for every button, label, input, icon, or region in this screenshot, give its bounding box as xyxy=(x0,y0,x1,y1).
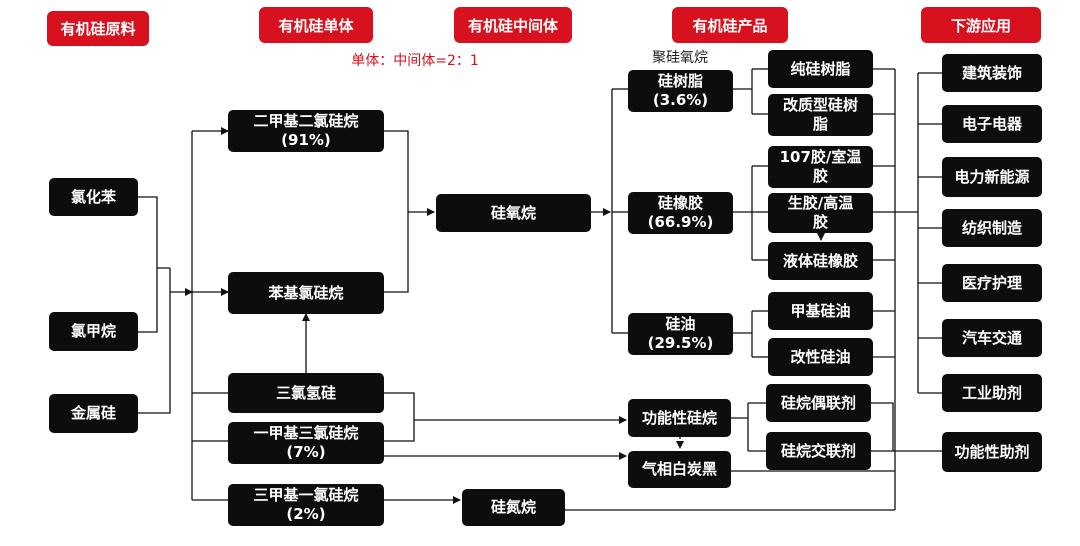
node-functional-silane: 功能性硅烷 xyxy=(628,399,731,437)
node-fumed-silica: 气相白炭黑 xyxy=(628,451,731,488)
node-silicone-oil: 硅油(29.5%) xyxy=(628,313,733,355)
node-silane-crosslinker-label: 硅烷交联剂 xyxy=(780,441,856,460)
node-fumed-silica-label: 气相白炭黑 xyxy=(641,460,717,478)
node-methyltrichlorosilane: 一甲基三氯硅烷(7%) xyxy=(228,422,384,464)
node-chloromethane-label: 氯甲烷 xyxy=(70,322,116,340)
node-siloxane: 硅氧烷 xyxy=(436,194,591,232)
node-industrial-additives: 工业助剂 xyxy=(942,374,1042,412)
node-raw-htv-rubber-line1: 生胶/高温 xyxy=(787,194,854,212)
node-silicone-resin-share: (3.6%) xyxy=(652,91,709,109)
node-power-new-energy: 电力新能源 xyxy=(942,157,1042,197)
node-raw-htv-rubber: 生胶/高温胶 xyxy=(768,193,873,233)
header-product-label: 有机硅产品 xyxy=(692,16,768,35)
node-modified-silicone-resin-line1: 改质型硅树 xyxy=(782,96,858,114)
header-downstream: 下游应用 xyxy=(921,7,1041,43)
node-phenylchlorosilane: 苯基氯硅烷 xyxy=(228,272,384,314)
node-silicone-resin: 硅树脂(3.6%) xyxy=(628,70,733,112)
node-dimethyldichlorosilane: 二甲基二氯硅烷(91%) xyxy=(228,110,384,152)
node-dimethyldichlorosilane-name: 二甲基二氯硅烷 xyxy=(253,112,359,130)
node-silicone-oil-name: 硅油 xyxy=(665,315,696,333)
node-dimethyldichlorosilane-share: (91%) xyxy=(281,131,331,149)
polysiloxane-label: 聚硅氧烷 xyxy=(652,50,708,66)
node-building-decoration: 建筑装饰 xyxy=(942,54,1042,92)
header-product: 有机硅产品 xyxy=(672,7,788,43)
node-electronics: 电子电器 xyxy=(942,105,1042,143)
node-medical-care: 医疗护理 xyxy=(942,264,1042,302)
node-automotive-transport-label: 汽车交通 xyxy=(961,328,1022,347)
node-trimethylchlorosilane: 三甲基一氯硅烷(2%) xyxy=(228,484,384,526)
node-functional-silane-label: 功能性硅烷 xyxy=(641,408,717,427)
header-downstream-label: 下游应用 xyxy=(950,16,1011,35)
node-textile-manufacturing: 纺织制造 xyxy=(942,209,1042,247)
node-chlorobenzene: 氯化苯 xyxy=(49,178,138,216)
node-electronics-label: 电子电器 xyxy=(961,114,1022,133)
node-liquid-silicone-rubber: 液体硅橡胶 xyxy=(768,242,873,280)
node-trichlorosilane-label: 三氯氢硅 xyxy=(275,383,336,402)
node-liquid-silicone-rubber-label: 液体硅橡胶 xyxy=(782,251,858,270)
node-building-decoration-label: 建筑装饰 xyxy=(961,63,1022,82)
header-raw-materials-label: 有机硅原料 xyxy=(60,20,136,38)
node-metallic-silicon-label: 金属硅 xyxy=(70,404,116,422)
node-silicone-oil-share: (29.5%) xyxy=(647,334,714,352)
node-chloromethane: 氯甲烷 xyxy=(49,312,138,351)
node-trichlorosilane: 三氯氢硅 xyxy=(228,373,384,413)
node-modified-silicone-resin: 改质型硅树脂 xyxy=(768,94,873,136)
node-chlorobenzene-label: 氯化苯 xyxy=(70,187,116,206)
node-textile-manufacturing-label: 纺织制造 xyxy=(961,218,1022,237)
node-silicone-rubber-share: (66.9%) xyxy=(647,213,714,231)
node-methyltrichlorosilane-share: (7%) xyxy=(286,443,326,461)
node-methyltrichlorosilane-name: 一甲基三氯硅烷 xyxy=(253,424,359,442)
node-methyl-silicone-oil-label: 甲基硅油 xyxy=(790,301,851,320)
node-107-rtv-rubber-line1: 107胶/室温 xyxy=(779,148,862,166)
header-intermediate: 有机硅中间体 xyxy=(454,7,572,43)
header-raw-materials: 有机硅原料 xyxy=(47,11,149,46)
node-pure-silicone-resin-label: 纯硅树脂 xyxy=(790,59,851,78)
node-silicone-rubber: 硅橡胶(66.9%) xyxy=(628,192,733,234)
header-intermediate-label: 有机硅中间体 xyxy=(467,16,558,35)
monomer-intermediate-ratio: 单体：中间体=2：1 xyxy=(351,53,479,69)
header-monomer-label: 有机硅单体 xyxy=(278,16,354,35)
node-functional-additives: 功能性助剂 xyxy=(942,432,1042,472)
node-trimethylchlorosilane-share: (2%) xyxy=(286,505,326,523)
node-silazane: 硅氮烷 xyxy=(462,489,565,526)
node-phenylchlorosilane-label: 苯基氯硅烷 xyxy=(268,283,344,302)
node-silazane-label: 硅氮烷 xyxy=(490,498,536,516)
node-automotive-transport: 汽车交通 xyxy=(942,319,1042,357)
node-modified-silicone-resin-line2: 脂 xyxy=(812,115,828,133)
node-power-new-energy-label: 电力新能源 xyxy=(954,167,1030,186)
node-methyl-silicone-oil: 甲基硅油 xyxy=(768,292,873,330)
node-trimethylchlorosilane-name: 三甲基一氯硅烷 xyxy=(253,486,359,504)
node-silicone-rubber-name: 硅橡胶 xyxy=(657,194,703,212)
node-functional-additives-label: 功能性助剂 xyxy=(954,442,1030,461)
node-industrial-additives-label: 工业助剂 xyxy=(961,383,1022,402)
node-silane-crosslinker: 硅烷交联剂 xyxy=(766,432,871,470)
node-silane-coupling-agent-label: 硅烷偶联剂 xyxy=(780,393,856,412)
node-silicone-resin-name: 硅树脂 xyxy=(657,72,703,90)
node-metallic-silicon: 金属硅 xyxy=(49,394,138,433)
node-silane-coupling-agent: 硅烷偶联剂 xyxy=(766,384,871,422)
node-modified-silicone-oil-label: 改性硅油 xyxy=(790,347,851,366)
node-medical-care-label: 医疗护理 xyxy=(961,273,1022,292)
node-modified-silicone-oil: 改性硅油 xyxy=(768,338,873,376)
node-siloxane-label: 硅氧烷 xyxy=(490,203,536,222)
node-107-rtv-rubber: 107胶/室温胶 xyxy=(768,146,873,188)
node-pure-silicone-resin: 纯硅树脂 xyxy=(768,50,873,88)
header-monomer: 有机硅单体 xyxy=(259,7,373,43)
node-raw-htv-rubber-line2: 胶 xyxy=(812,213,828,231)
node-107-rtv-rubber-line2: 胶 xyxy=(812,167,828,185)
